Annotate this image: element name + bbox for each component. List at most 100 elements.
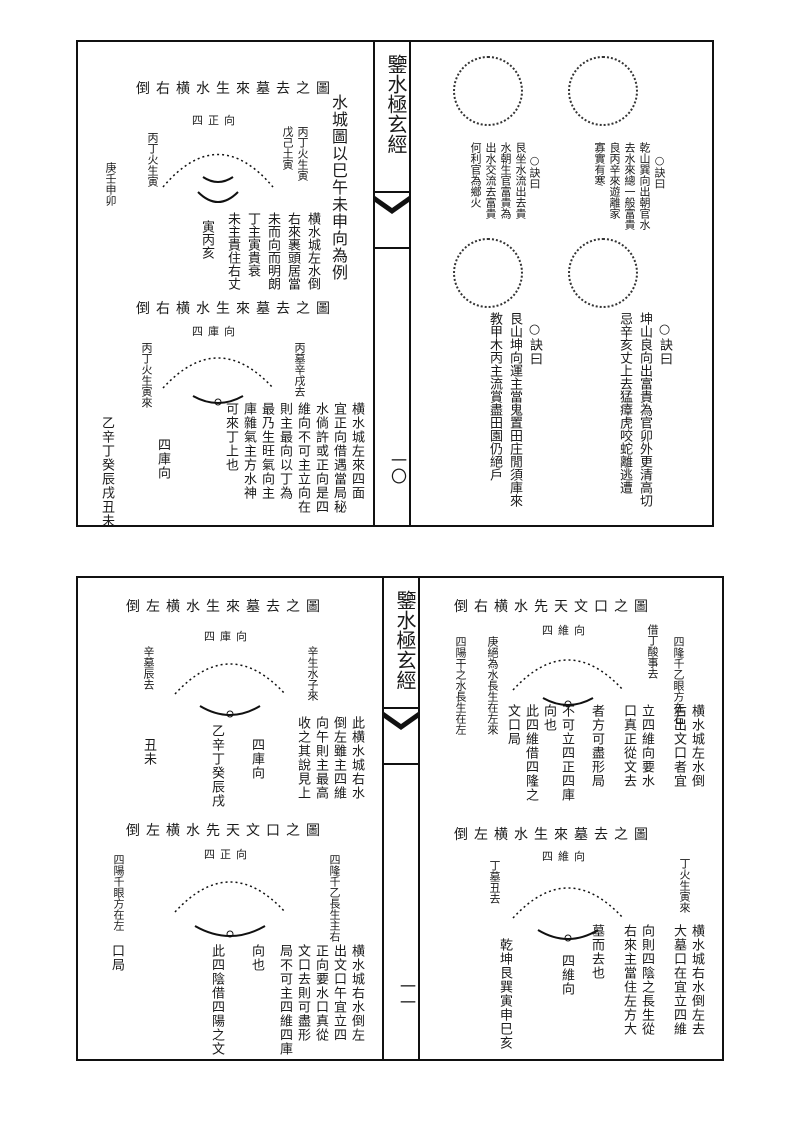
diagram-title: 倒左横水生來墓去之圖: [126, 599, 326, 615]
annotation: 丙丁火生寅來: [140, 342, 153, 408]
note-line: 維向不可主立向在: [295, 402, 310, 514]
annotation: 四隆千乙眼方在右: [672, 636, 685, 724]
direction-label: 四庫向: [192, 325, 240, 338]
note-line: 四庫向: [155, 438, 170, 480]
book-title: 鑒水極玄經: [393, 590, 417, 690]
note-line: 右來裹頭居當: [285, 212, 300, 290]
note-line: 寅丙亥: [199, 220, 214, 259]
top-spread: 鑒水極玄經 一〇 ○訣曰 乾山巽向出朝官水 去水來總一般富貴 良丙辛來遊離家 寡…: [76, 40, 714, 528]
water-arc-diagram: [174, 881, 286, 938]
note-line: 未主貴住右丈: [225, 212, 240, 290]
rhyme-head: ○訣曰: [653, 154, 666, 189]
rhyme-circle: [453, 238, 523, 308]
note-line: 向也: [249, 944, 264, 972]
water-arc-diagram: [162, 357, 274, 406]
water-arc-diagram: [162, 153, 274, 203]
rhyme-line: 水朝生官富貴為: [499, 142, 512, 219]
note-line: 倒左雖主四維: [331, 716, 346, 800]
annotation: 四陽干之水長生在左: [454, 636, 467, 735]
rhyme-line: 何利官為鄉火: [469, 142, 482, 208]
rhyme-head: ○訣曰: [528, 154, 541, 189]
note-line: 向午則主最高: [313, 716, 328, 800]
rhyme-circle: [453, 56, 523, 126]
note-line: 横水城右水倒左: [349, 944, 364, 1042]
fish-tail-ornament: [375, 191, 409, 249]
annotation: 丙墓辛戌去: [293, 342, 306, 397]
annotation: 庚壬申卯: [104, 162, 117, 206]
page-number: 一〇: [388, 452, 407, 484]
note-line: 大墓口在宜立四維: [671, 924, 686, 1036]
direction-label: 四正向: [204, 848, 252, 861]
note-line: 未而向而明朗: [265, 212, 280, 290]
note-line: 文口局: [505, 704, 520, 746]
annotation: 借丁酸事去: [646, 624, 659, 679]
page-number: 一一: [397, 978, 416, 1010]
note-line: 最乃生旺氣向主: [259, 402, 274, 500]
diagram-title: 倒左横水先天文口之圖: [126, 823, 326, 839]
note-line: 向則四陰之長生從: [639, 924, 654, 1036]
rhyme-head: ○訣曰: [527, 322, 542, 366]
diagram-title: 倒右横水生來墓去之圖: [136, 81, 336, 97]
note-line: 右出文口者宜: [671, 704, 686, 788]
note-line: 向也: [541, 704, 556, 732]
direction-label: 四正向: [192, 114, 240, 127]
note-line: 則主最向以丁為: [277, 402, 292, 500]
rhyme-line: 艮坐水流出去貴: [514, 142, 527, 219]
note-line: 口局: [109, 944, 124, 972]
rhyme-line: 出水交流去富貴: [484, 142, 497, 219]
annotation: 丁墓丑去: [488, 860, 501, 904]
note-line: 不可立四正四庫: [559, 704, 574, 802]
note-line: 四維向: [559, 954, 574, 996]
note-line: 庫雜氣主方水神: [241, 402, 256, 500]
note-line: 横水城左來四面: [349, 402, 364, 500]
note-line: 横水城左水倒: [689, 704, 704, 788]
rhyme-line: 乾山巽向出朝官水: [638, 142, 651, 230]
bottom-spine: 鑒水極玄經 一一: [382, 578, 420, 1059]
annotation: 丙丁火生寅: [296, 126, 309, 181]
rhyme-line: 忌辛亥丈上去猛瘴虎咬蛇離逃遭: [617, 312, 632, 494]
direction-label: 四維向: [542, 624, 590, 637]
note-line: 文口去則可盡形: [295, 944, 310, 1042]
note-line: 右來主當住左方大: [621, 924, 636, 1036]
note-line: 乙辛丁癸辰戌: [209, 724, 224, 808]
direction-label: 四庫向: [204, 630, 252, 643]
note-line: 横水城左水倒: [305, 212, 320, 290]
note-line: 丑未: [141, 738, 156, 766]
note-line: 此横水城右水: [349, 716, 364, 800]
note-line: 立四維向要水: [639, 704, 654, 788]
note-line: 横水城右水倒左去: [689, 924, 704, 1036]
note-line: 水倘許或正向是四: [313, 402, 328, 514]
rhyme-line: 教甲木丙主流賞盡田園仍絕戶: [487, 312, 502, 481]
rhyme-line: 良丙辛來遊離家: [608, 142, 621, 219]
note-line: 此四陰借四陽之文: [209, 944, 224, 1056]
bottom-spread: 鑒水極玄經 一一 倒右横水先天文口之圖 四維向 四隆千乙眼方在右 借丁酸事去 庚…: [76, 576, 724, 1061]
diagram-title: 倒右横水先天文口之圖: [454, 599, 654, 615]
water-arc-diagram: [174, 663, 286, 718]
annotation: 辛生水子來: [306, 646, 319, 701]
rhyme-circle: [568, 238, 638, 308]
annotation: 四陽千眼方在左: [112, 854, 125, 931]
note-line: 丁主寅貴衰: [245, 212, 260, 277]
note-line: 收之其說見上: [295, 716, 310, 800]
diagram-title: 倒左横水生來墓去之圖: [454, 827, 654, 843]
note-line: 四庫向: [249, 738, 264, 780]
note-line: 口真正從文去: [621, 704, 636, 788]
annotation: 丙丁火生寅: [146, 132, 159, 187]
note-line: 此四維借四隆之: [523, 704, 538, 802]
note-line: 者方可盡形局: [589, 704, 604, 788]
rhyme-line: 去水來總一般富貴: [623, 142, 636, 230]
note-line: 墓而去也: [589, 924, 604, 980]
note-line: 正向要水口真從: [313, 944, 328, 1042]
note-line: 乾坤艮巽寅申巳亥: [497, 938, 512, 1050]
note-line: 可來丁上也: [223, 402, 238, 472]
water-arc-diagram: [512, 659, 624, 708]
direction-label: 四維向: [542, 850, 590, 863]
rhyme-line: 艮山坤向運主當鬼置田庄閒須庫來: [507, 312, 522, 507]
rhyme-line: 坤山良向出富貴為官卯外更清高切: [637, 312, 652, 507]
annotation: 辛墓辰去: [142, 646, 155, 690]
fish-tail-ornament: [384, 707, 418, 765]
note-line: 宜正向借遇當局秘: [331, 402, 346, 514]
annotation: 丁火生寅來: [678, 858, 691, 913]
note-line: 乙辛丁癸辰戌丑未: [99, 416, 114, 528]
diagram-title: 倒右横水生來墓去之圖: [136, 301, 336, 317]
